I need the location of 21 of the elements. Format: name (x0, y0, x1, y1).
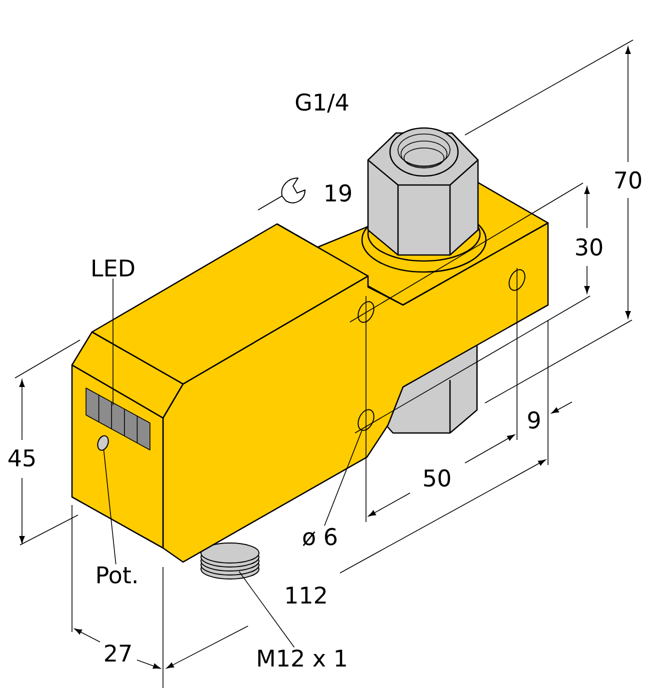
screw (97, 435, 109, 451)
dimension-label: 50 (424, 469, 450, 487)
callout-text: M12 x 1 (258, 649, 346, 667)
dimension-label: 27 (105, 644, 131, 662)
dimension-label: 9 (528, 411, 540, 429)
leader-line (103, 450, 116, 565)
dimension-label: 112 (286, 586, 326, 604)
callout-text: ø 6 (302, 528, 337, 546)
callout-text: LED (92, 260, 134, 276)
dimension-label: 70 (615, 171, 642, 189)
dimension-label: 30 (576, 238, 602, 256)
thread-size-label: G1/4 (296, 93, 348, 113)
mounting-hole (358, 409, 374, 431)
leader-line (324, 430, 362, 526)
leader-line (238, 571, 295, 648)
leader-line (112, 278, 114, 406)
dimension-label: 19 (326, 184, 352, 202)
led-display (86, 388, 150, 450)
callout-text: Pot. (98, 566, 136, 584)
dimension-label: 45 (8, 449, 35, 467)
thread-connector (200, 542, 260, 580)
